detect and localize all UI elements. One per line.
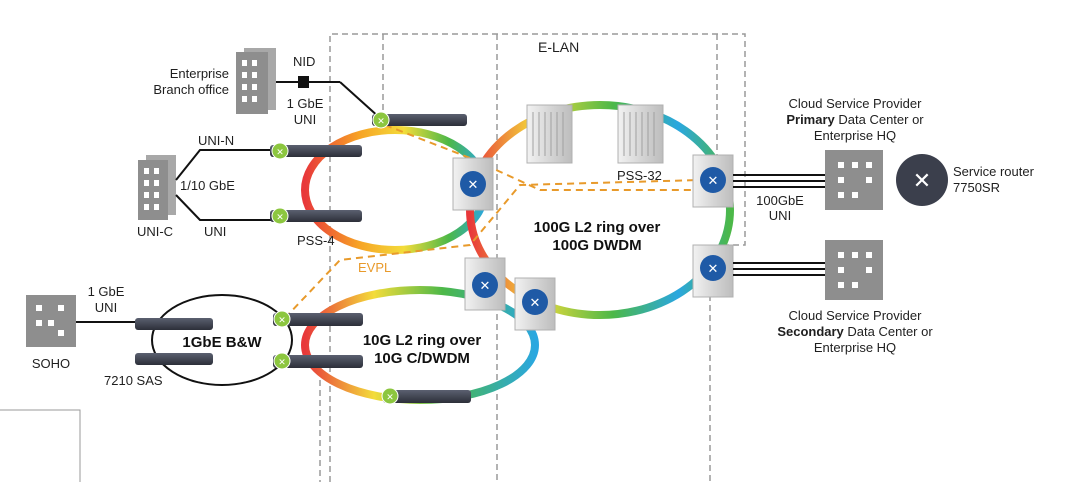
sas-label: 7210 SAS [104,373,163,388]
ring-10g-label-1: 10G L2 ring over [363,332,482,349]
uni-100gbe-links [733,174,825,276]
gbe-uni-top-1: 1 GbE [287,96,324,111]
building-icon [26,295,76,347]
secondary-dc-3: Enterprise HQ [814,340,896,355]
datacenter-icon [825,150,883,210]
pss4-card-bottom: ✕ [270,207,362,225]
uni-label: UNI [204,224,226,239]
datacenter-icon [825,240,883,300]
primary-dc-1: Cloud Service Provider [789,96,923,111]
building-icon [138,155,176,220]
evpl-label: EVPL [358,260,391,275]
ring-10g-label-2: 10G C/DWDM [374,350,470,367]
svg-text:✕: ✕ [278,316,286,326]
ring-100g [466,101,734,319]
svg-text:✕: ✕ [530,296,541,311]
svg-text:✕: ✕ [913,169,931,194]
svg-text:✕: ✕ [480,279,491,294]
service-router-1: Service router [953,164,1035,179]
switch-icon: ✕ [692,244,734,298]
svg-text:✕: ✕ [708,262,719,277]
switch-icon: ✕ [464,257,506,311]
secondary-dc-2: Secondary Data Center or [777,324,933,339]
ring-100g-label-2: 100G DWDM [552,237,641,254]
ring-100g-label-1: 100G L2 ring over [534,219,661,236]
card-icon: ✕ [273,352,363,370]
ring-bw [151,294,293,386]
elan-frame [319,33,746,482]
uni-speed-label: 1/10 GbE [180,178,235,193]
soho-uni-1: 1 GbE [88,284,125,299]
evpl-links [284,124,701,319]
switch-icon: ✕ [692,154,734,208]
secondary-dc-1: Cloud Service Provider [789,308,923,323]
svg-text:✕: ✕ [278,358,286,368]
building-icon [236,48,276,114]
uni-n-label: UNI-N [198,133,234,148]
pss32-label: PSS-32 [617,168,662,183]
card-icon: ✕ [273,310,363,328]
nid-label: NID [293,54,315,69]
bw-ring-label: 1GbE B&W [182,334,262,351]
enterprise-label-2: Branch office [153,82,229,97]
switch-icon: ✕ [514,277,556,331]
switch-icon: ✕ [452,157,494,211]
primary-dc-2: Primary Data Center or [786,112,924,127]
svg-text:✕: ✕ [377,117,385,127]
pss4-card-mid: ✕ [270,142,362,160]
card-icon: ✕ [381,387,471,405]
soho-uni-2: UNI [95,300,117,315]
uni-c-label: UNI-C [137,224,173,239]
shelf-icon [526,104,573,164]
uni-100gbe-1: 100GbE [756,193,804,208]
shelf-icon [617,104,664,164]
inset-frame [0,409,81,482]
nid-uplink [339,81,381,119]
uni-n-link [175,149,280,181]
router-icon: ✕ [896,154,948,206]
svg-text:✕: ✕ [386,393,394,403]
svg-text:✕: ✕ [468,178,479,193]
primary-dc-3: Enterprise HQ [814,128,896,143]
service-router-2: 7750SR [953,180,1000,195]
svg-text:✕: ✕ [276,148,284,158]
card-icon [135,353,213,365]
svg-text:✕: ✕ [708,174,719,189]
nid-icon [298,76,309,88]
elan-label: E-LAN [538,39,579,55]
uni-100gbe-2: UNI [769,208,791,223]
gbe-uni-top-2: UNI [294,112,316,127]
svg-text:✕: ✕ [276,213,284,223]
pss4-card-top: ✕ [372,111,467,129]
uni-link [175,194,280,221]
soho-label: SOHO [32,356,70,371]
card-icon [135,318,213,330]
pss4-label: PSS-4 [297,233,335,248]
enterprise-label-1: Enterprise [170,66,229,81]
